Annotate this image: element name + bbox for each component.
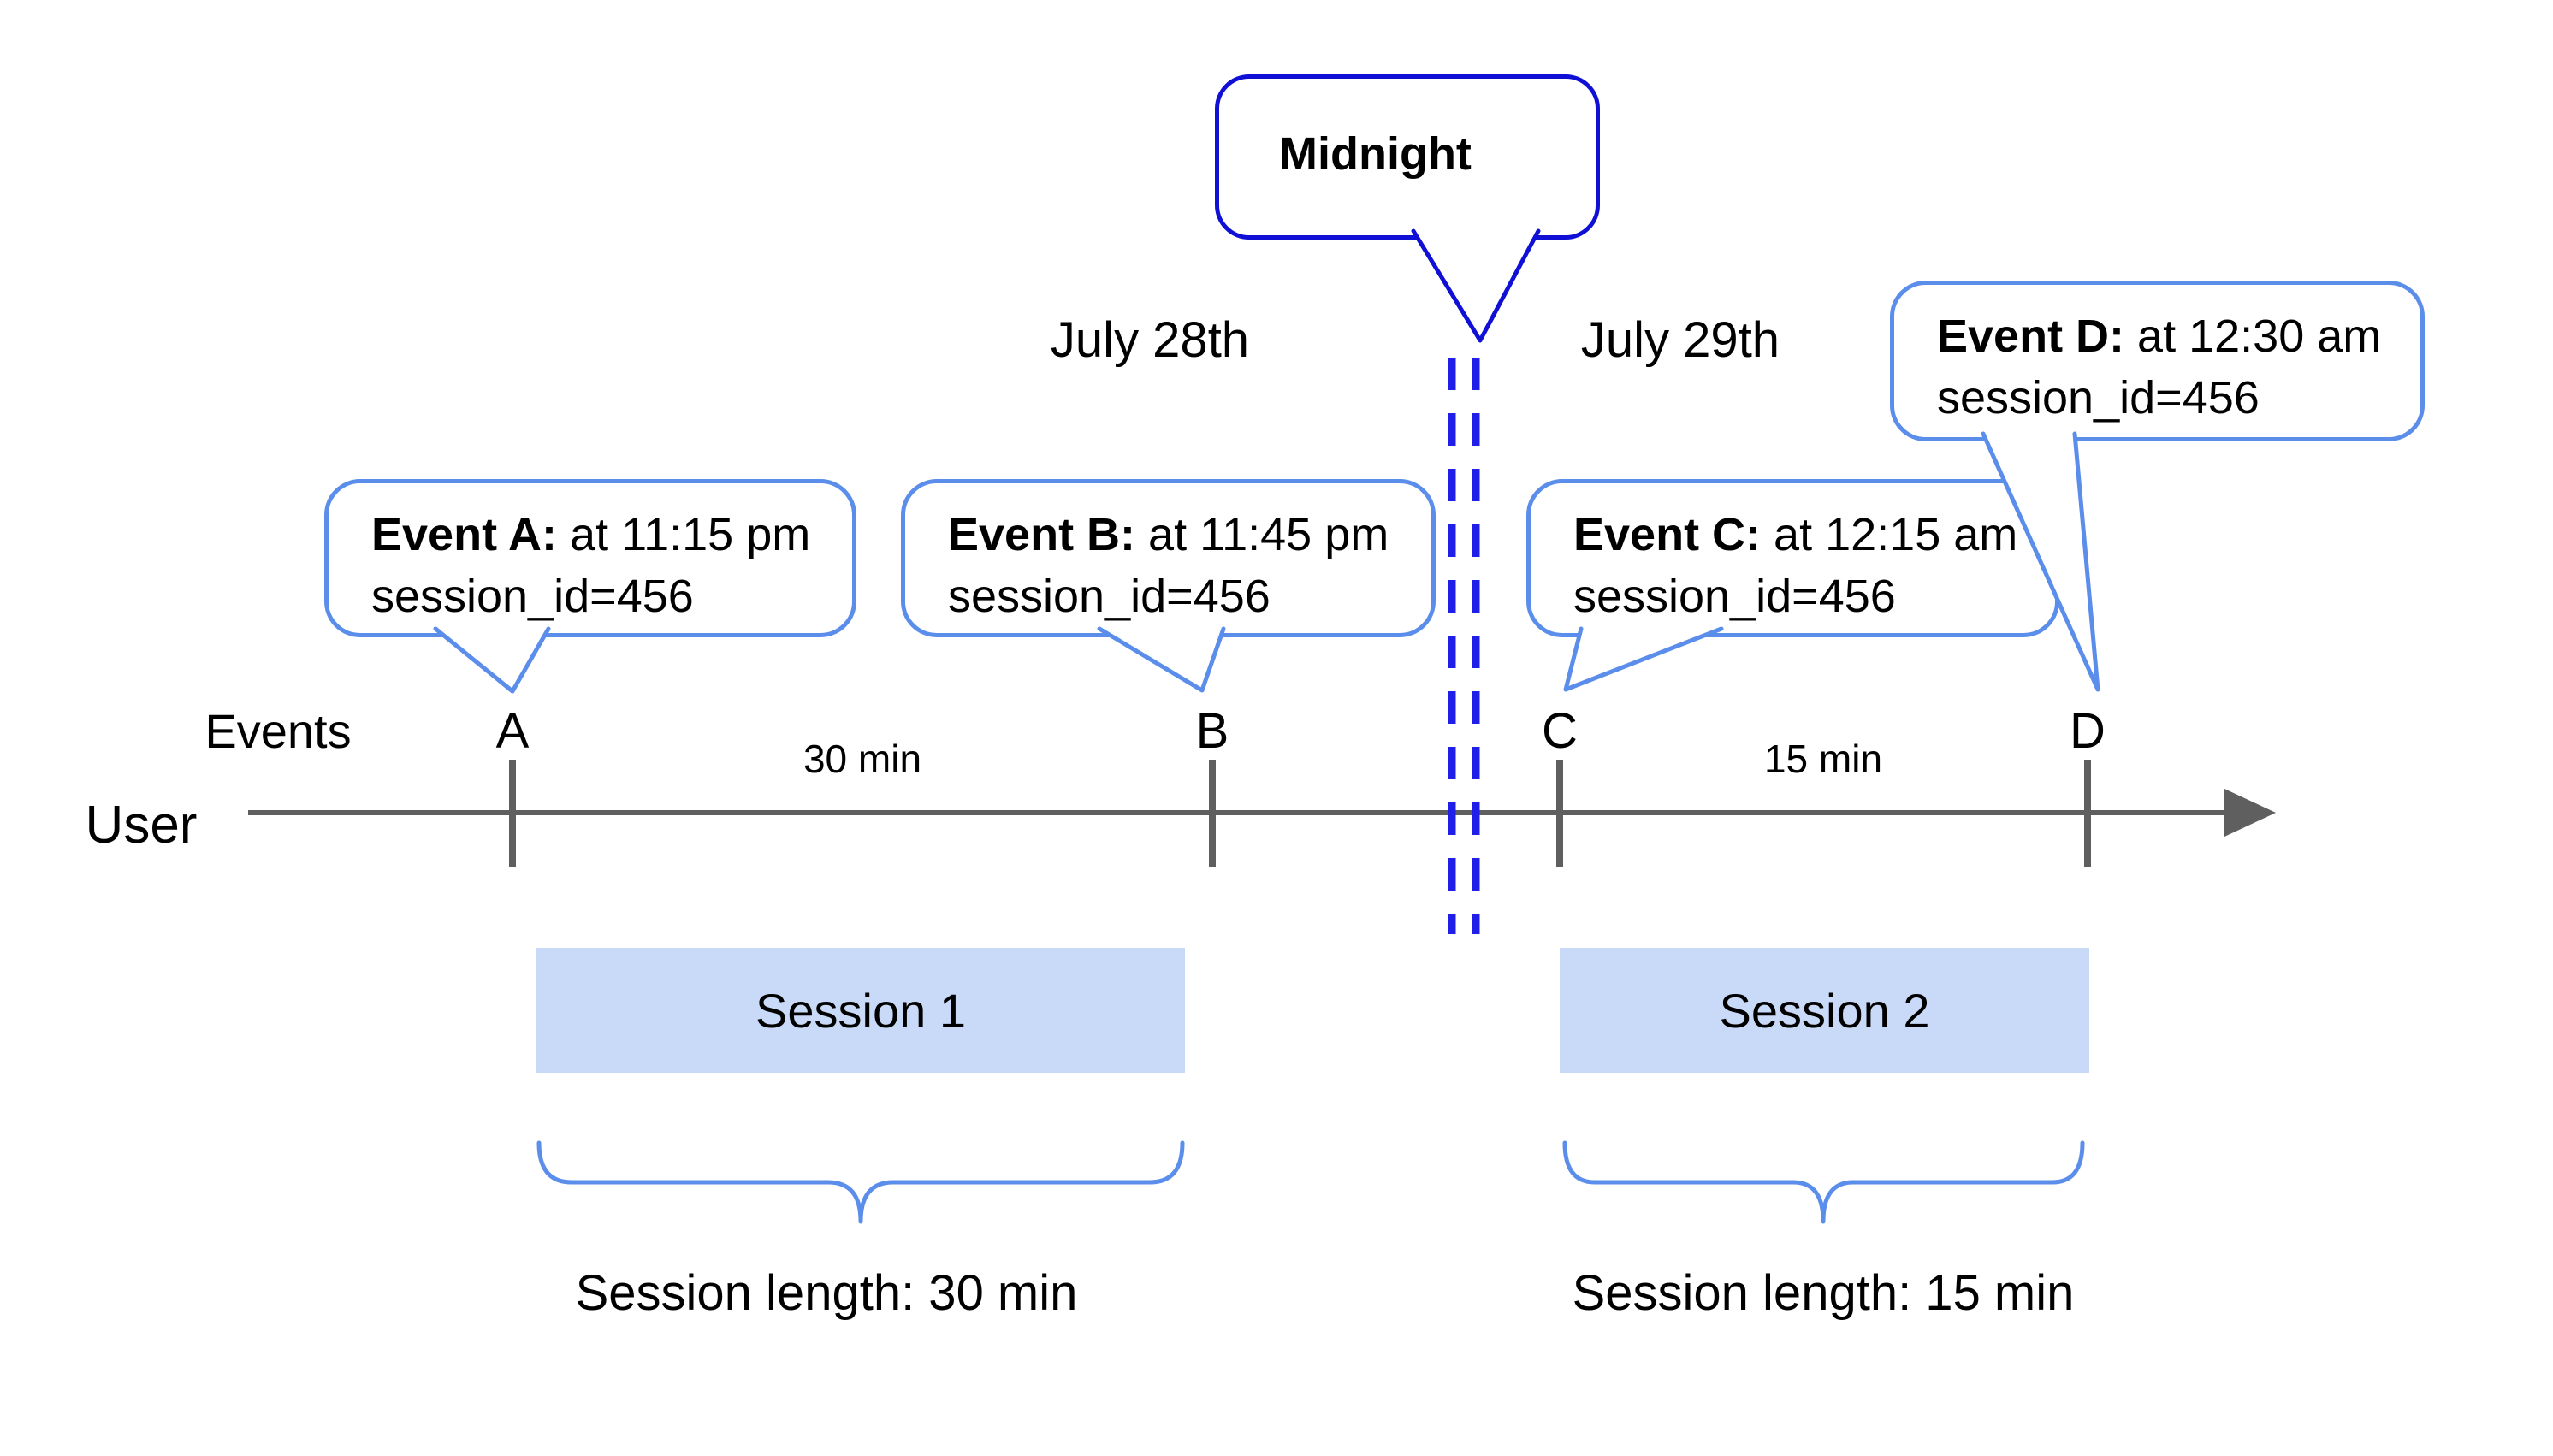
event-b-title: Event B:	[948, 509, 1136, 560]
event-b-detail-line: Event B: at 11:45 pm	[948, 504, 1414, 565]
event-b-bubble-tail-outline	[1097, 626, 1226, 693]
session-1-length-label: Session length: 30 min	[575, 1265, 1078, 1321]
event-marker-b: B	[1195, 702, 1229, 759]
event-c-detail-line: Event C: at 12:15 am	[1573, 504, 2038, 565]
event-a-detail-line: Event A: at 11:15 pm	[371, 504, 835, 565]
event-marker-a: A	[495, 702, 530, 759]
event-a-title: Event A:	[371, 509, 558, 560]
midnight-callout-bubble: Midnight	[1215, 74, 1600, 240]
event-d-session-id: session_id=456	[1937, 372, 2260, 424]
event-b-time: at 11:45 pm	[1135, 509, 1389, 560]
gap-duration-label-30min: 30 min	[803, 737, 922, 781]
event-a-callout-bubble: Event A: at 11:15 pm session_id=456	[324, 479, 856, 637]
midnight-label: Midnight	[1279, 127, 1472, 180]
event-c-bubble-tail-outline	[1563, 626, 1724, 692]
session-2-length-label: Session length: 15 min	[1572, 1265, 2075, 1321]
date-label-july-29: July 29th	[1580, 312, 1780, 368]
session-2-label: Session 2	[1719, 983, 1930, 1038]
event-b-session-id: session_id=456	[948, 571, 1271, 623]
session-1-label: Session 1	[755, 983, 966, 1038]
event-a-bubble-tail-outline	[433, 626, 551, 694]
event-c-session-id: session_id=456	[1573, 571, 1896, 623]
session-2-brace	[1562, 1140, 2085, 1224]
user-axis-label: User	[85, 795, 198, 855]
event-b-bubble-tail	[1099, 629, 1223, 690]
events-axis-label: Events	[204, 704, 352, 758]
event-a-bubble-tail	[435, 629, 548, 691]
event-c-time: at 12:15 am	[1761, 509, 2018, 560]
event-c-bubble-tail	[1566, 629, 1721, 690]
event-marker-c: C	[1542, 702, 1578, 759]
gap-duration-label-15min: 15 min	[1763, 737, 1883, 781]
session-2-box: Session 2	[1560, 948, 2089, 1073]
timeline-arrowhead	[2224, 789, 2276, 837]
event-d-title: Event D:	[1937, 311, 2125, 362]
date-label-july-28: July 28th	[1050, 312, 1250, 368]
session-1-box: Session 1	[536, 948, 1185, 1073]
event-b-callout-bubble: Event B: at 11:45 pm session_id=456	[901, 479, 1436, 637]
event-c-title: Event C:	[1573, 509, 1762, 560]
session-1-brace	[536, 1140, 1185, 1224]
event-d-callout-bubble: Event D: at 12:30 am session_id=456	[1890, 281, 2425, 441]
event-d-time: at 12:30 am	[2124, 311, 2382, 362]
event-a-session-id: session_id=456	[371, 571, 694, 623]
event-marker-d: D	[2070, 702, 2106, 759]
event-d-detail-line: Event D: at 12:30 am	[1937, 305, 2403, 367]
event-a-time: at 11:15 pm	[557, 509, 811, 560]
event-c-callout-bubble: Event C: at 12:15 am session_id=456	[1526, 479, 2059, 637]
